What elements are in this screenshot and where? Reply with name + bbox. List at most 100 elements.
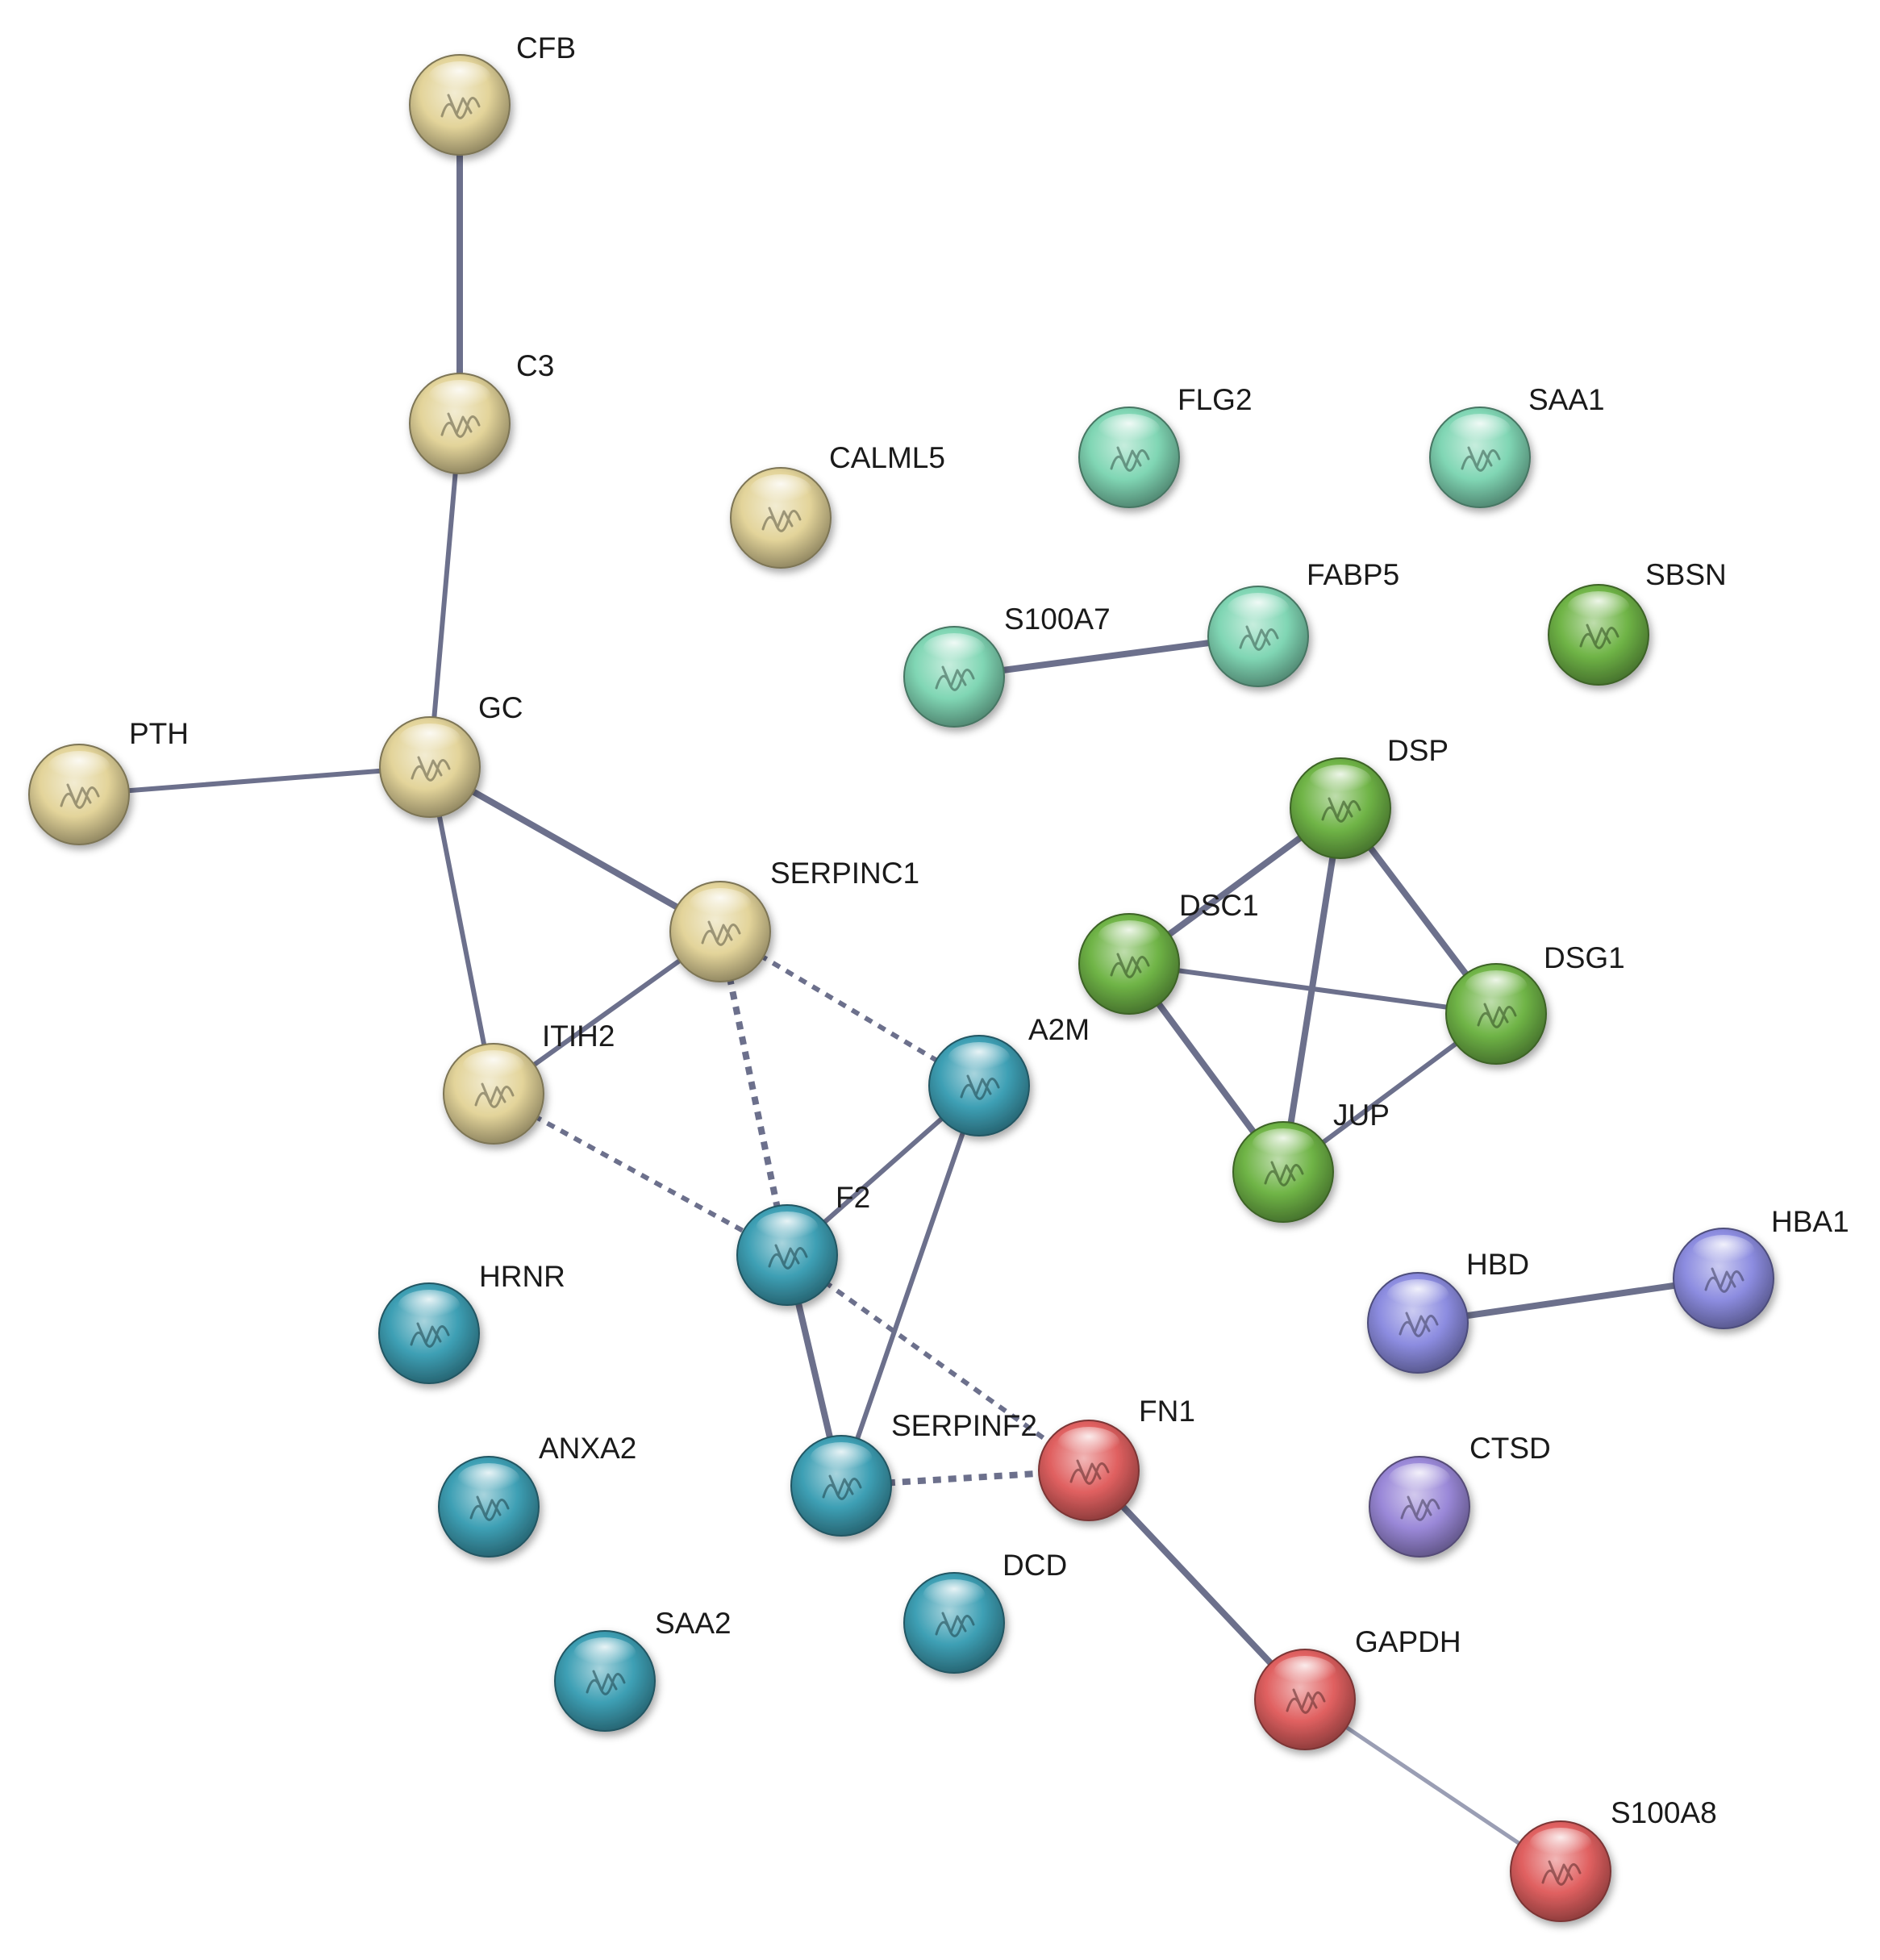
protein-structure-icon (1286, 1688, 1326, 1714)
node-label-gc: GC (478, 691, 523, 724)
node-label-cfb: CFB (516, 31, 576, 65)
node-highlight (1057, 1427, 1120, 1459)
node-flg2[interactable]: FLG2 (1078, 383, 1253, 508)
protein-structure-icon (469, 1495, 510, 1521)
node-highlight (462, 1050, 525, 1082)
node-gc[interactable]: GC (379, 691, 523, 818)
node-label-s100a8: S100A8 (1611, 1796, 1717, 1829)
protein-structure-icon (1321, 797, 1361, 823)
protein-structure-icon (1110, 446, 1150, 472)
edge-c3-gc (427, 421, 462, 769)
protein-structure-icon (768, 1244, 808, 1270)
node-label-pth: PTH (129, 717, 189, 750)
node-highlight (1449, 414, 1511, 446)
protein-structure-icon (701, 920, 741, 946)
node-pth[interactable]: PTH (28, 717, 189, 845)
protein-structure-icon (411, 756, 451, 782)
node-highlight (923, 633, 986, 665)
protein-structure-icon (822, 1474, 862, 1500)
edge-gapdh-s100a8 (1303, 1697, 1563, 1874)
node-label-f2: F2 (836, 1181, 870, 1214)
node-serpinc1[interactable]: SERPINC1 (669, 857, 919, 982)
node-dsp[interactable]: DSP (1290, 734, 1449, 859)
node-sbsn[interactable]: SBSN (1548, 558, 1727, 686)
protein-structure-icon (761, 507, 802, 532)
node-label-fabp5: FABP5 (1307, 558, 1399, 591)
edge-hbd-hba1 (1415, 1275, 1727, 1326)
protein-structure-icon (1477, 1003, 1517, 1028)
node-highlight (48, 751, 110, 783)
edge-fn1-gapdh (1086, 1467, 1308, 1703)
node-label-hbd: HBD (1466, 1248, 1529, 1281)
node-label-saa1: SAA1 (1528, 383, 1605, 416)
node-highlight (948, 1042, 1011, 1074)
protein-structure-icon (586, 1670, 626, 1695)
protein-structure-icon (1461, 446, 1501, 472)
node-highlight (1227, 593, 1290, 625)
node-a2m[interactable]: A2M (928, 1013, 1090, 1136)
node-highlight (689, 888, 752, 920)
node-calml5[interactable]: CALML5 (730, 441, 945, 569)
node-fn1[interactable]: FN1 (1038, 1395, 1195, 1521)
node-highlight (810, 1442, 873, 1474)
node-highlight (749, 474, 812, 507)
node-label-s100a7: S100A7 (1004, 603, 1111, 636)
node-label-saa2: SAA2 (655, 1607, 732, 1640)
node-label-flg2: FLG2 (1178, 383, 1253, 416)
node-s100a8[interactable]: S100A8 (1510, 1796, 1717, 1922)
node-saa1[interactable]: SAA1 (1429, 383, 1605, 508)
node-highlight (1098, 414, 1161, 446)
protein-structure-icon (440, 94, 481, 119)
protein-structure-icon (1264, 1161, 1304, 1186)
node-label-calml5: CALML5 (829, 441, 945, 474)
node-label-hba1: HBA1 (1771, 1205, 1849, 1238)
node-s100a7[interactable]: S100A7 (903, 603, 1111, 728)
node-jup[interactable]: JUP (1232, 1099, 1390, 1223)
node-dsg1[interactable]: DSG1 (1445, 941, 1625, 1065)
protein-structure-icon (960, 1074, 1000, 1100)
protein-structure-icon (1069, 1459, 1110, 1485)
node-label-itih2: ITIH2 (542, 1020, 615, 1053)
node-saa2[interactable]: SAA2 (554, 1607, 732, 1732)
node-cfb[interactable]: CFB (409, 31, 576, 156)
protein-structure-icon (935, 665, 975, 691)
node-label-jup: JUP (1333, 1099, 1390, 1132)
node-anxa2[interactable]: ANXA2 (438, 1432, 636, 1558)
node-serpinf2[interactable]: SERPINF2 (790, 1409, 1037, 1537)
node-label-hrnr: HRNR (479, 1260, 565, 1293)
protein-structure-icon (474, 1082, 515, 1108)
node-label-dsc1: DSC1 (1179, 889, 1259, 922)
node-ctsd[interactable]: CTSD (1369, 1432, 1551, 1558)
node-highlight (1692, 1235, 1755, 1267)
protein-structure-icon (410, 1322, 450, 1348)
node-hrnr[interactable]: HRNR (378, 1260, 565, 1384)
node-highlight (1252, 1128, 1315, 1161)
edge-f2-fn1 (786, 1253, 1090, 1473)
node-gapdh[interactable]: GAPDH (1254, 1625, 1461, 1750)
node-f2[interactable]: F2 (736, 1181, 870, 1306)
node-highlight (573, 1637, 636, 1670)
node-highlight (1309, 765, 1372, 797)
edge-gc-serpinc1 (427, 764, 723, 935)
node-highlight (457, 1463, 520, 1495)
node-dsc1[interactable]: DSC1 (1078, 889, 1259, 1015)
node-fabp5[interactable]: FABP5 (1207, 558, 1399, 687)
protein-structure-icon (1579, 623, 1619, 649)
node-hba1[interactable]: HBA1 (1673, 1205, 1849, 1329)
edge-a2m-serpinf2 (839, 1083, 982, 1488)
node-dcd[interactable]: DCD (903, 1549, 1067, 1674)
protein-structure-icon (1239, 625, 1279, 651)
protein-structure-icon (1400, 1495, 1440, 1521)
node-hbd[interactable]: HBD (1367, 1248, 1529, 1374)
node-highlight (1529, 1828, 1592, 1860)
node-label-dcd: DCD (1003, 1549, 1067, 1582)
protein-structure-icon (935, 1612, 975, 1637)
node-label-c3: C3 (516, 349, 554, 382)
node-label-dsp: DSP (1387, 734, 1449, 767)
node-c3[interactable]: C3 (409, 349, 554, 474)
node-itih2[interactable]: ITIH2 (443, 1020, 615, 1145)
node-label-sbsn: SBSN (1645, 558, 1727, 591)
protein-structure-icon (1399, 1312, 1439, 1337)
